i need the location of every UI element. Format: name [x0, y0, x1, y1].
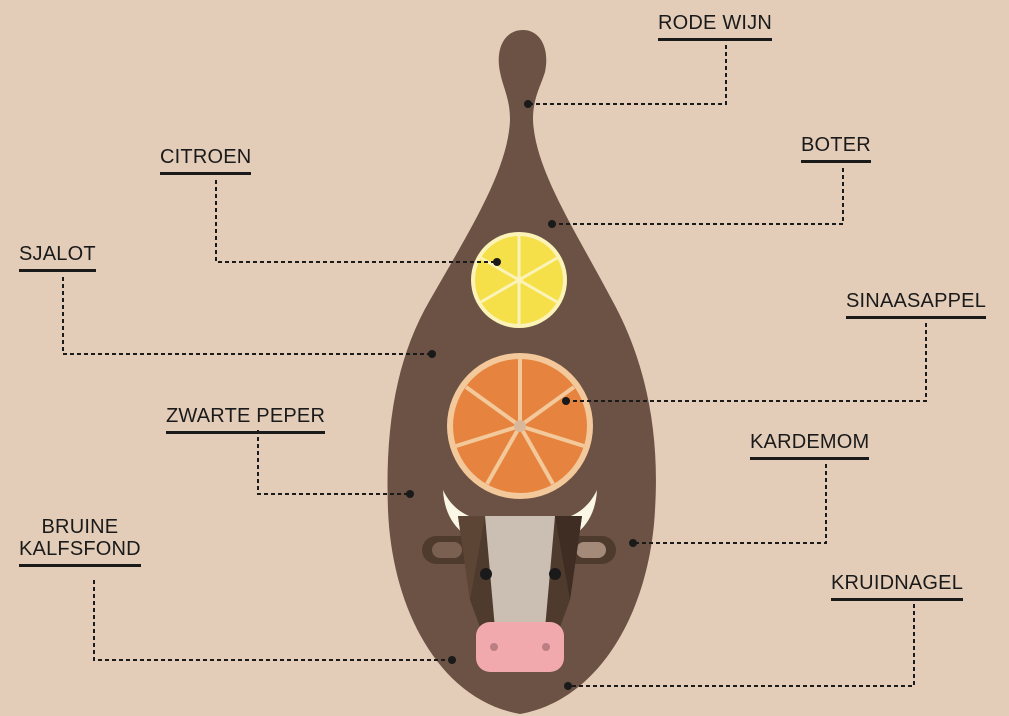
label-zwarte-peper: ZWARTE PEPER	[166, 405, 325, 438]
label-underline	[166, 431, 325, 434]
label-citroen: CITROEN	[160, 146, 251, 179]
label-kruidnagel: KRUIDNAGEL	[831, 572, 963, 605]
label-kruidnagel-text: KRUIDNAGEL	[831, 572, 963, 594]
label-bruine-kalfsfond: BRUINE KALFSFOND	[19, 516, 141, 571]
label-rode-wijn-text: RODE WIJN	[658, 12, 772, 34]
label-underline	[846, 316, 986, 319]
leader-sjalot	[63, 277, 432, 354]
label-sinaasappel: SINAASAPPEL	[846, 290, 986, 323]
label-kardemom-text: KARDEMOM	[750, 431, 869, 453]
lemon-slice-icon	[471, 232, 567, 328]
label-sinaasappel-text: SINAASAPPEL	[846, 290, 986, 312]
orange-slice-icon	[447, 353, 593, 499]
leader-rode-wijn	[528, 45, 726, 104]
label-underline	[801, 160, 871, 163]
dot-kardemom	[629, 539, 637, 547]
dot-sinaasappel	[562, 397, 570, 405]
label-boter: BOTER	[801, 134, 871, 167]
leader-bruine-kalfsfond	[94, 580, 452, 660]
dot-kruidnagel	[564, 682, 572, 690]
label-underline	[160, 172, 251, 175]
leader-kardemom	[633, 464, 826, 543]
label-underline	[831, 598, 963, 601]
label-underline	[750, 457, 869, 460]
label-bruine-kalfsfond-line2: KALFSFOND	[19, 538, 141, 560]
label-kardemom: KARDEMOM	[750, 431, 869, 464]
label-zwarte-peper-text: ZWARTE PEPER	[166, 405, 325, 427]
dot-sjalot	[428, 350, 436, 358]
label-bruine-kalfsfond-line1: BRUINE	[19, 516, 141, 538]
dot-citroen	[493, 258, 501, 266]
dot-boter	[548, 220, 556, 228]
label-sjalot: SJALOT	[19, 243, 96, 276]
dot-bruine-kalfsfond	[448, 656, 456, 664]
label-underline	[19, 269, 96, 272]
label-boter-text: BOTER	[801, 134, 871, 156]
dot-rode-wijn	[524, 100, 532, 108]
label-sjalot-text: SJALOT	[19, 243, 96, 265]
leader-boter	[552, 168, 843, 224]
label-underline	[658, 38, 772, 41]
label-rode-wijn: RODE WIJN	[658, 12, 772, 45]
label-underline	[19, 564, 141, 567]
leader-citroen	[216, 180, 497, 262]
leader-zwarte-peper	[258, 430, 410, 494]
label-citroen-text: CITROEN	[160, 146, 251, 168]
dot-zwarte-peper	[406, 490, 414, 498]
